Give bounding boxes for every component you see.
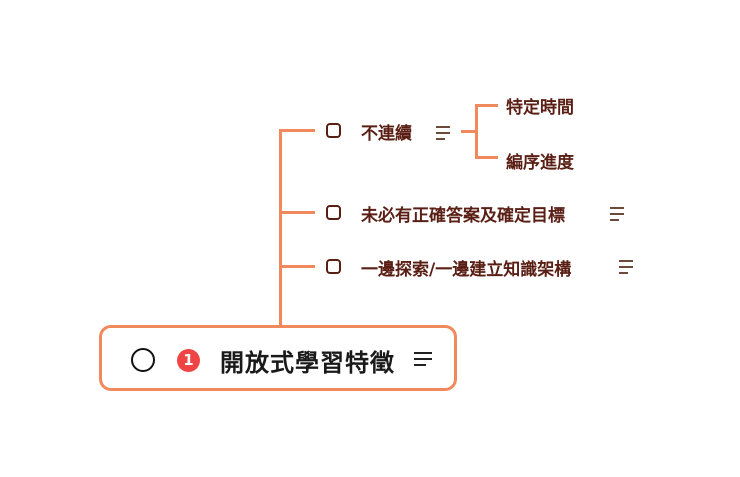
- sub-connector-bottom: [475, 156, 498, 159]
- notes-icon[interactable]: [610, 207, 624, 225]
- root-topic-label: 開放式學習特徵: [220, 349, 395, 377]
- branch-connector-3: [279, 265, 315, 268]
- circle-icon[interactable]: [131, 348, 155, 372]
- sub-connector-stem: [461, 130, 477, 133]
- subtopic-label[interactable]: 特定時間: [506, 98, 574, 118]
- priority-badge: 1: [177, 349, 200, 372]
- trunk-connector: [279, 129, 282, 326]
- square-icon[interactable]: [326, 123, 341, 138]
- square-icon[interactable]: [326, 259, 341, 274]
- notes-icon[interactable]: [436, 126, 450, 144]
- sub-connector-top: [475, 104, 498, 107]
- notes-icon[interactable]: [619, 260, 633, 278]
- branch-connector-1: [279, 129, 315, 132]
- branch-topic-label[interactable]: 未必有正確答案及確定目標: [361, 206, 565, 226]
- notes-icon[interactable]: [414, 352, 432, 370]
- subtopic-label[interactable]: 編序進度: [506, 153, 574, 173]
- branch-topic-label[interactable]: 一邊探索/一邊建立知識架構: [361, 260, 572, 280]
- root-topic[interactable]: 1 開放式學習特徵: [99, 325, 457, 391]
- branch-connector-2: [279, 211, 315, 214]
- branch-topic-label[interactable]: 不連續: [361, 124, 412, 144]
- sub-connector-vertical: [475, 104, 478, 158]
- square-icon[interactable]: [326, 205, 341, 220]
